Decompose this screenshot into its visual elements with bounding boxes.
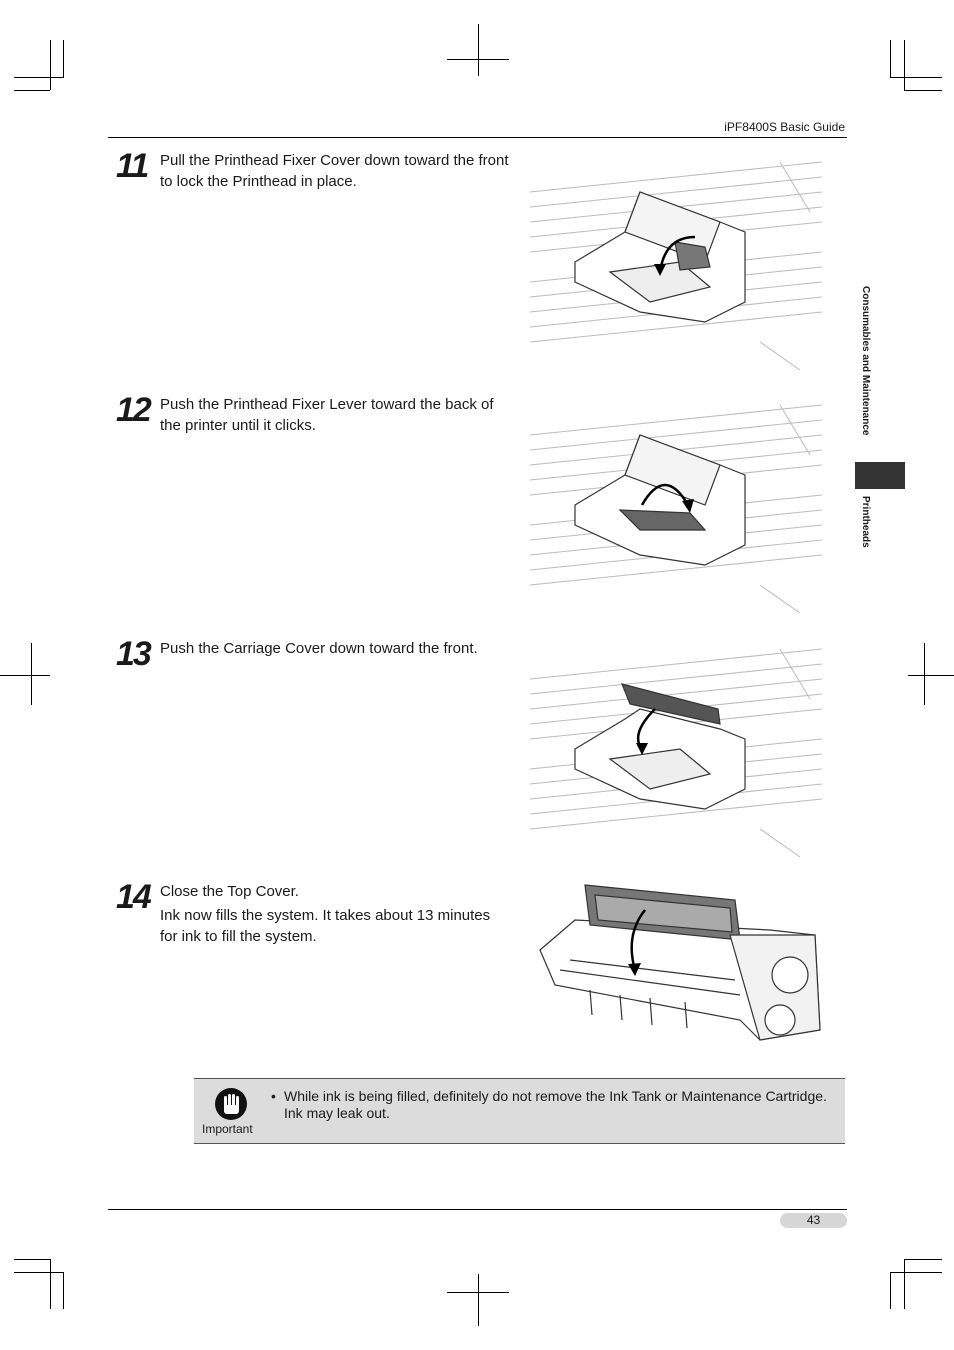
carriage-cover-illustration — [530, 639, 822, 857]
crop-mark — [904, 90, 942, 91]
important-note: Important • While ink is being filled, d… — [194, 1078, 845, 1144]
crop-mark — [908, 675, 954, 676]
crop-mark — [890, 40, 891, 77]
step-number: 12 — [116, 391, 152, 429]
crop-mark — [0, 675, 50, 676]
printer-carriage-image — [530, 404, 822, 613]
important-label: Important — [202, 1122, 253, 1136]
printhead-fixer-lever-illustration — [530, 395, 822, 613]
crop-mark — [924, 643, 925, 705]
crop-mark — [904, 40, 905, 90]
printer-carriage-image — [530, 161, 822, 370]
crop-mark — [890, 1272, 942, 1273]
crop-mark — [14, 1272, 64, 1273]
step-instruction: Close the Top Cover. Ink now fills the s… — [160, 881, 510, 950]
printer-carriage-image — [530, 648, 822, 857]
page-number: 43 — [780, 1213, 847, 1228]
step-number: 14 — [116, 878, 152, 916]
top-cover-illustration — [530, 880, 822, 1055]
step-instruction: Push the Carriage Cover down toward the … — [160, 638, 510, 662]
important-message: While ink is being filled, definitely do… — [284, 1088, 827, 1121]
crop-mark — [447, 59, 509, 60]
crop-mark — [50, 40, 51, 90]
side-chapter-label: Consumables and Maintenance — [860, 286, 871, 436]
stop-hand-icon — [215, 1088, 247, 1120]
crop-mark — [63, 1272, 64, 1309]
step-instruction: Pull the Printhead Fixer Cover down towa… — [160, 150, 510, 195]
crop-mark — [478, 24, 479, 76]
crop-mark — [14, 90, 50, 91]
crop-mark — [478, 1274, 479, 1326]
crop-mark — [890, 1272, 891, 1309]
step-line: Push the Carriage Cover down toward the … — [160, 640, 478, 657]
important-text: • While ink is being filled, definitely … — [271, 1088, 841, 1122]
step-line: Close the Top Cover. — [160, 883, 299, 900]
crop-mark — [31, 643, 32, 705]
side-tab-marker — [855, 462, 905, 489]
step-instruction: Push the Printhead Fixer Lever toward th… — [160, 394, 510, 439]
header-rule — [108, 137, 847, 138]
step-line: Ink now fills the system. It takes about… — [160, 907, 491, 945]
crop-mark — [14, 77, 64, 78]
printhead-fixer-cover-illustration — [530, 152, 822, 370]
crop-mark — [890, 77, 942, 78]
crop-mark — [904, 1259, 905, 1309]
step-line: Pull the Printhead Fixer Cover down towa… — [160, 152, 509, 190]
printer-overview-image — [539, 884, 821, 1041]
step-number: 11 — [116, 147, 149, 185]
bullet-marker: • — [271, 1088, 276, 1104]
crop-mark — [14, 1259, 50, 1260]
crop-mark — [50, 1259, 51, 1309]
guide-title: iPF8400S Basic Guide — [724, 120, 845, 134]
crop-mark — [63, 40, 64, 77]
step-number: 13 — [116, 635, 152, 673]
crop-mark — [447, 1292, 509, 1293]
side-section-label: Printheads — [860, 496, 871, 548]
crop-mark — [904, 1259, 942, 1260]
step-line: Push the Printhead Fixer Lever toward th… — [160, 396, 494, 434]
footer-rule — [108, 1209, 847, 1210]
